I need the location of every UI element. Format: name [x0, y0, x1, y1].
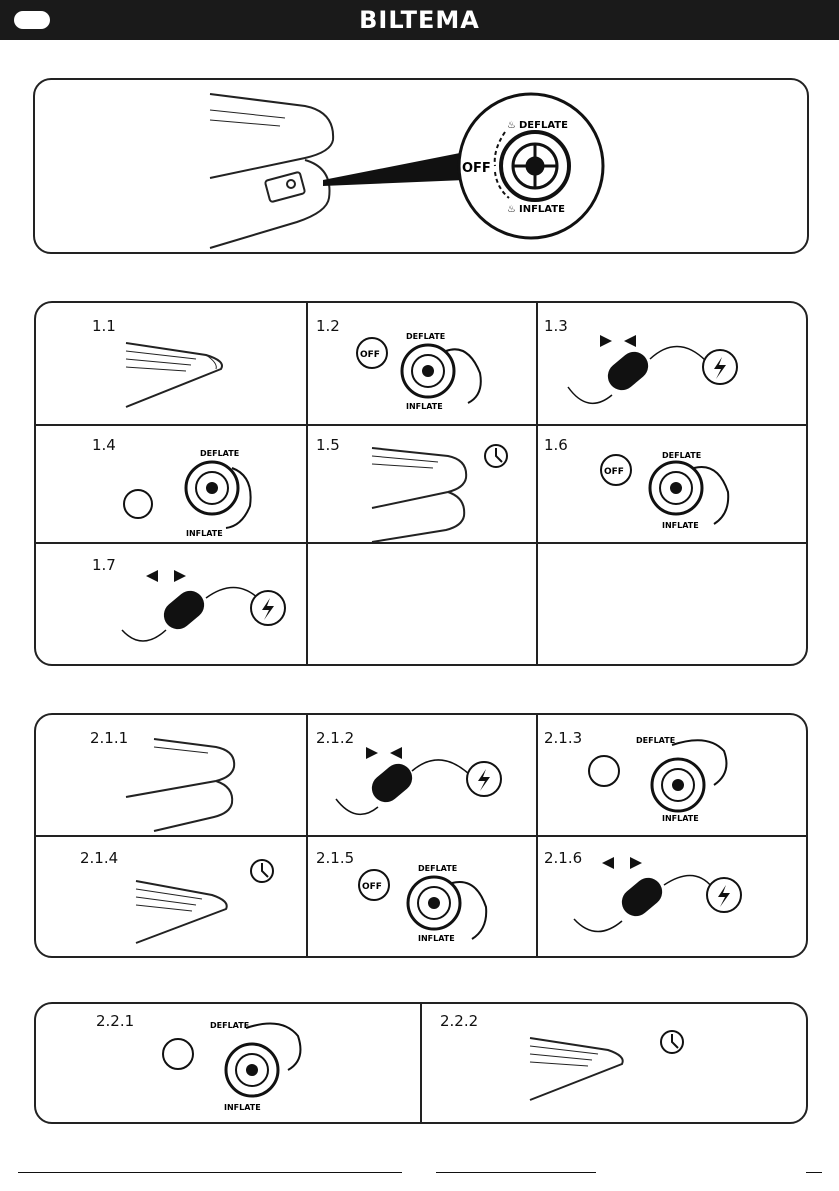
step-1-5: 1.5: [308, 426, 536, 542]
footer-line-right: [806, 1172, 822, 1173]
deflate-icon: ♨: [507, 120, 516, 131]
svg-text:INFLATE: INFLATE: [662, 521, 699, 530]
off-label: OFF: [462, 161, 491, 176]
step-1-6: 1.6 OFF DEFLATE INFLATE: [538, 426, 806, 542]
svg-text:OFF: OFF: [604, 467, 624, 477]
flat-mattress-icon: [36, 303, 306, 424]
deflate-label: DEFLATE: [519, 120, 568, 131]
svg-text:DEFLATE: DEFLATE: [210, 1021, 249, 1030]
inflated-mattress-icon: [308, 426, 536, 542]
svg-text:INFLATE: INFLATE: [186, 529, 223, 538]
svg-text:INFLATE: INFLATE: [406, 402, 443, 411]
step-2-1-6: 2.1.6: [538, 837, 806, 956]
knob-inflate-icon: DEFLATE INFLATE: [36, 426, 306, 542]
step-1-2: 1.2 OFF DEFLATE INFLATE: [308, 303, 536, 424]
step-2-1-3: 2.1.3 DEFLATE INFLATE: [538, 715, 806, 835]
footer-line-mid: [436, 1172, 596, 1173]
knob-deflate-icon: DEFLATE INFLATE: [36, 1004, 420, 1122]
step-1-1: 1.1: [36, 303, 306, 424]
svg-text:DEFLATE: DEFLATE: [662, 451, 701, 460]
section2-panel: 2.1.1 2.1.2 2.1.3 DEFLA: [34, 713, 808, 958]
plug-in-icon: [538, 303, 806, 424]
footer-line-left: [18, 1172, 402, 1173]
svg-text:INFLATE: INFLATE: [224, 1103, 261, 1112]
unplug-icon: [36, 544, 306, 664]
svg-text:DEFLATE: DEFLATE: [406, 332, 445, 341]
overview-illustration: DEFLATE OFF INFLATE ♨ ♨: [35, 80, 807, 252]
step-2-1-5: 2.1.5 OFF DEFLATE INFLATE: [308, 837, 536, 956]
svg-text:INFLATE: INFLATE: [418, 934, 455, 943]
section3-panel: 2.2.1 DEFLATE INFLATE 2.2.2: [34, 1002, 808, 1124]
svg-text:DEFLATE: DEFLATE: [418, 864, 457, 873]
step-2-2-2: 2.2.2: [422, 1004, 806, 1122]
flat-mattress-icon: [36, 837, 306, 956]
header-bar: BILTEMA: [0, 0, 839, 40]
overview-panel: DEFLATE OFF INFLATE ♨ ♨: [33, 78, 809, 254]
inflate-label: INFLATE: [519, 204, 565, 215]
step-1-4: 1.4 DEFLATE INFLATE: [36, 426, 306, 542]
inflate-icon: ♨: [507, 204, 516, 215]
step-1-3: 1.3: [538, 303, 806, 424]
knob-off-icon: OFF DEFLATE INFLATE: [538, 426, 806, 542]
svg-text:OFF: OFF: [360, 350, 380, 360]
step-1-7: 1.7: [36, 544, 306, 664]
step-2-1-4: 2.1.4: [36, 837, 306, 956]
plug-in-icon: [308, 715, 536, 835]
section1-panel: 1.1 1.2 OFF DEFLATE INFLATE 1.3: [34, 301, 808, 666]
svg-text:DEFLATE: DEFLATE: [636, 736, 675, 745]
svg-text:DEFLATE: DEFLATE: [200, 449, 239, 458]
knob-off-icon: OFF DEFLATE INFLATE: [308, 837, 536, 956]
step-2-1-1: 2.1.1: [36, 715, 306, 835]
svg-text:INFLATE: INFLATE: [662, 814, 699, 823]
brand-logo: BILTEMA: [0, 6, 839, 34]
svg-text:OFF: OFF: [362, 882, 382, 892]
step-2-2-1: 2.2.1 DEFLATE INFLATE: [36, 1004, 420, 1122]
unplug-icon: [538, 837, 806, 956]
inflated-mattress-icon: [36, 715, 306, 835]
step-2-1-2: 2.1.2: [308, 715, 536, 835]
flat-mattress-icon: [422, 1004, 806, 1122]
knob-off-icon: OFF DEFLATE INFLATE: [308, 303, 536, 424]
knob-deflate-icon: DEFLATE INFLATE: [538, 715, 806, 835]
